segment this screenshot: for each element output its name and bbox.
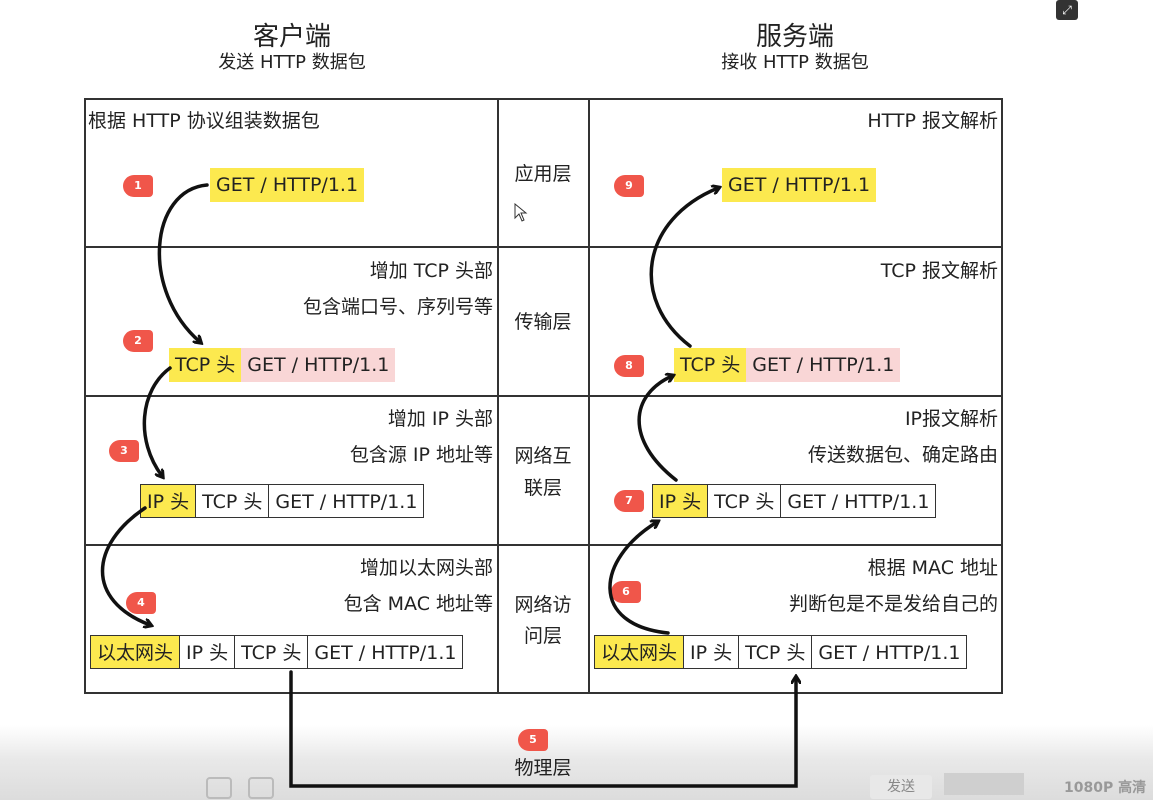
blurred-input[interactable] [944, 773, 1024, 795]
http-segment: GET / HTTP/1.1 [308, 635, 464, 669]
step-badge-7: 7 [614, 490, 644, 512]
tcp-header-segment: TCP 头 [196, 484, 270, 518]
layer-access-line1: 网络访 [514, 594, 572, 616]
server-packet-app: GET / HTTP/1.1 [722, 168, 877, 202]
http-segment: GET / HTTP/1.1 [269, 484, 425, 518]
client-note-transport-2: 包含端口号、序列号等 [302, 296, 493, 318]
http-segment: GET / HTTP/1.1 [781, 484, 937, 518]
client-packet-app: GET / HTTP/1.1 [210, 168, 365, 202]
arrow-step-2-3 [142, 366, 172, 476]
ip-header-segment: IP 头 [684, 635, 740, 669]
settings-icon[interactable] [248, 777, 274, 799]
client-note-access-1: 增加以太网头部 [359, 557, 493, 579]
step-badge-1: 1 [123, 175, 153, 197]
server-note-access-1: 根据 MAC 地址 [867, 557, 998, 579]
step-badge-4: 4 [126, 592, 156, 614]
layer-access-line2: 问层 [523, 625, 562, 647]
step-badge-5: 5 [518, 729, 548, 751]
layer-network-line1: 网络互 [514, 445, 572, 467]
step-badge-9: 9 [614, 175, 644, 197]
client-packet-network: IP 头 TCP 头 GET / HTTP/1.1 [140, 484, 425, 518]
server-note-network-1: IP报文解析 [904, 408, 998, 430]
arrow-step-1-2 [157, 183, 209, 342]
http-segment: GET / HTTP/1.1 [210, 168, 365, 202]
ip-header-segment: IP 头 [140, 484, 197, 518]
arrow-step-7-8 [637, 376, 678, 482]
arrow-step-6-7 [608, 522, 670, 635]
client-note-transport-1: 增加 TCP 头部 [369, 260, 493, 282]
layer-physical: 物理层 [514, 757, 572, 779]
step-badge-8: 8 [614, 355, 644, 377]
http-segment: GET / HTTP/1.1 [812, 635, 968, 669]
ip-header-segment: IP 头 [180, 635, 236, 669]
tcp-header-segment: TCP 头 [739, 635, 813, 669]
ip-header-segment: IP 头 [652, 484, 709, 518]
send-button[interactable]: 发送 [870, 775, 932, 799]
fullscreen-icon[interactable]: ⤢ [1056, 0, 1078, 20]
arrow-physical-link [289, 670, 796, 788]
client-note-network-2: 包含源 IP 地址等 [349, 444, 493, 466]
arrow-step-3-4 [100, 506, 151, 625]
cursor-icon [514, 203, 528, 222]
step-badge-3: 3 [109, 440, 139, 462]
server-packet-transport: TCP 头 GET / HTTP/1.1 [674, 348, 901, 382]
tcp-header-segment: TCP 头 [708, 484, 782, 518]
eth-header-segment: 以太网头 [90, 635, 181, 669]
server-subtitle: 接收 HTTP 数据包 [721, 52, 869, 73]
server-packet-network: IP 头 TCP 头 GET / HTTP/1.1 [652, 484, 937, 518]
tcp-header-segment: TCP 头 [674, 348, 747, 382]
server-note-access-2: 判断包是不是发给自己的 [788, 593, 998, 615]
layer-network-line2: 联层 [523, 477, 562, 499]
server-note-transport: TCP 报文解析 [880, 260, 998, 282]
tcp-header-segment: TCP 头 [235, 635, 309, 669]
tcp-header-segment: TCP 头 [169, 348, 242, 382]
client-note-app: 根据 HTTP 协议组装数据包 [88, 110, 320, 132]
server-note-app: HTTP 报文解析 [867, 110, 998, 132]
step-badge-6: 6 [611, 581, 641, 603]
layer-transport: 传输层 [514, 311, 572, 333]
http-segment: GET / HTTP/1.1 [746, 348, 901, 382]
server-packet-access: 以太网头 IP 头 TCP 头 GET / HTTP/1.1 [594, 635, 968, 669]
http-segment: GET / HTTP/1.1 [722, 168, 877, 202]
http-segment: GET / HTTP/1.1 [241, 348, 396, 382]
server-note-network-2: 传送数据包、确定路由 [807, 444, 998, 466]
server-title: 服务端 [755, 22, 834, 52]
danmaku-icon[interactable] [206, 777, 232, 799]
client-subtitle: 发送 HTTP 数据包 [218, 52, 366, 73]
client-packet-access: 以太网头 IP 头 TCP 头 GET / HTTP/1.1 [90, 635, 464, 669]
client-title: 客户端 [252, 22, 331, 52]
quality-selector[interactable]: 1080P 高清 [1064, 780, 1147, 796]
client-note-network-1: 增加 IP 头部 [387, 408, 493, 430]
step-badge-2: 2 [123, 330, 153, 352]
client-note-access-2: 包含 MAC 地址等 [343, 593, 493, 615]
arrow-step-8-9 [649, 188, 718, 348]
eth-header-segment: 以太网头 [594, 635, 685, 669]
layer-application: 应用层 [514, 163, 572, 185]
client-packet-transport: TCP 头 GET / HTTP/1.1 [169, 348, 396, 382]
